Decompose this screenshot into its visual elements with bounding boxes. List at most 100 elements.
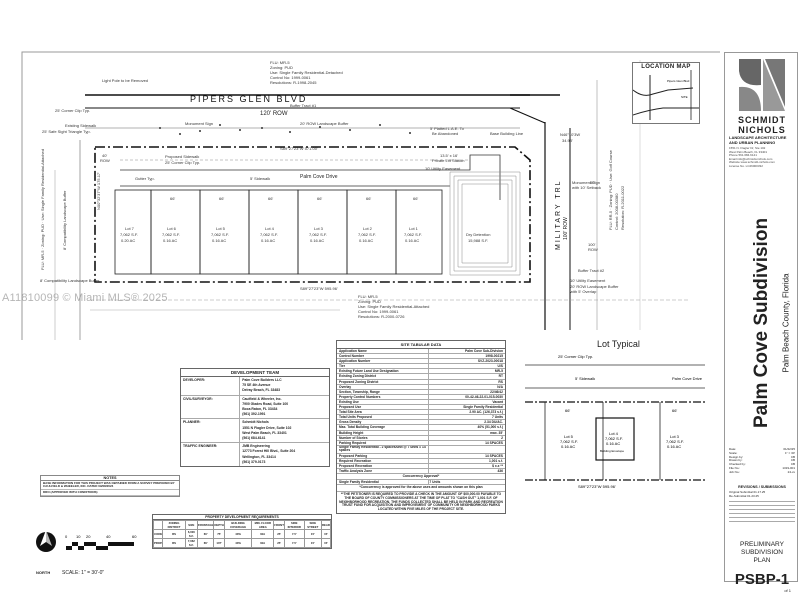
north-arrow-and-scale: 0 10 20 40 60: [36, 530, 137, 552]
svg-text:FLU: MR-5 · Zoning: PUD · Use:: FLU: MR-5 · Zoning: PUD · Use: Single Fa…: [40, 149, 45, 270]
svg-text:Buffer Tract #1: Buffer Tract #1: [290, 103, 317, 108]
svg-text:0.16 AC: 0.16 AC: [163, 238, 177, 243]
svg-text:34.98': 34.98': [562, 138, 573, 143]
svg-text:7,062 S.F.: 7,062 S.F.: [666, 439, 684, 444]
svg-text:66': 66': [317, 196, 322, 201]
firm-subtitle: LANDSCAPE ARCHITECTURE AND URBAN PLANNIN…: [729, 135, 787, 145]
svg-text:0.16 AC: 0.16 AC: [561, 444, 575, 449]
svg-text:FLU: MR-5: FLU: MR-5: [270, 60, 290, 65]
watermark: A11810099 © Miami MLS® 2025: [2, 292, 168, 304]
svg-text:40: 40: [106, 534, 111, 539]
svg-text:13.5' x 16': 13.5' x 16': [440, 153, 458, 158]
svg-text:8' Compatibility Landscape Buf: 8' Compatibility Landscape Buffer: [40, 278, 100, 283]
svg-text:Lot 2: Lot 2: [363, 226, 373, 231]
svg-text:25' Safe Sight Triangle Typ.: 25' Safe Sight Triangle Typ.: [42, 129, 91, 134]
notes-box: NOTES BASE INFORMATION FOR THIS PROJECT …: [40, 475, 180, 497]
svg-text:100' ROW: 100' ROW: [563, 217, 569, 240]
svg-text:66': 66': [219, 196, 224, 201]
svg-text:Pipers Glen Blvd: Pipers Glen Blvd: [667, 79, 690, 83]
table-row: Single Family Residential - 2 spaces/uni…: [337, 445, 505, 454]
svg-text:Palm Cove Drive: Palm Cove Drive: [300, 174, 338, 180]
concurrency-note: *Concurrency is approved for the above u…: [337, 485, 505, 493]
svg-text:5' Sidewalk: 5' Sidewalk: [250, 176, 270, 181]
sheet-number: PSBP-1: [734, 571, 790, 588]
svg-text:20: 20: [86, 534, 91, 539]
svg-text:120' ROW: 120' ROW: [260, 111, 288, 117]
firm-name-2: NICHOLS: [738, 125, 786, 135]
svg-text:0.16 AC: 0.16 AC: [405, 238, 419, 243]
svg-text:0.16 AC: 0.16 AC: [359, 238, 373, 243]
svg-text:0.16 AC: 0.16 AC: [261, 238, 275, 243]
svg-text:66': 66': [672, 408, 677, 413]
title-block: SCHMIDT NICHOLS LANDSCAPE ARCHITECTURE A…: [724, 52, 798, 593]
table-row: Proposed Recreation$ x.x **: [337, 463, 505, 470]
sheet-of: of 1: [784, 588, 791, 593]
svg-text:10' Utility Easement: 10' Utility Easement: [425, 166, 461, 171]
svg-text:N00°32'37"W 175.17': N00°32'37"W 175.17': [96, 172, 101, 210]
svg-text:with 5' Overlap: with 5' Overlap: [570, 289, 597, 294]
svg-text:0: 0: [65, 534, 68, 539]
svg-text:7,062 S.F.: 7,062 S.F.: [120, 232, 138, 237]
svg-text:Resolution: R-2011-0022: Resolution: R-2011-0022: [620, 185, 625, 230]
svg-text:Private Lift Station: Private Lift Station: [432, 158, 464, 163]
svg-text:7,062 S.F.: 7,062 S.F.: [309, 232, 327, 237]
svg-text:25' Corner Clip Typ.: 25' Corner Clip Typ.: [55, 108, 90, 113]
svg-text:Palm Cove Drive: Palm Cove Drive: [672, 376, 703, 381]
project-title: Palm Cove Subdivision: [751, 217, 772, 429]
svg-text:5' Platted L.A.E. To: 5' Platted L.A.E. To: [430, 126, 465, 131]
svg-text:Building Envelope: Building Envelope: [600, 449, 624, 453]
dev-team-row: CIVIL/SURVEYOR:Caulfield & Wheeler, Inc.…: [181, 395, 329, 420]
site-plan-drawing: PIPERS GLEN BLVD 120' ROW Palm Cove Driv…: [21, 51, 720, 340]
svg-text:66': 66': [565, 408, 570, 413]
svg-text:Use: Single Family Residential: Use: Single Family Residential-Detached: [270, 70, 343, 75]
svg-text:7,062 S.F.: 7,062 S.F.: [162, 232, 180, 237]
site-table-title: SITE TABULAR DATA: [337, 341, 505, 349]
svg-text:Use: Single Family Residential: Use: Single Family Residential-Attached: [358, 304, 429, 309]
svg-text:Control No: 1999-0061: Control No: 1999-0061: [358, 309, 399, 314]
svg-text:7,062 S.F.: 7,062 S.F.: [605, 436, 623, 441]
svg-text:Monument Sign: Monument Sign: [185, 121, 213, 126]
notes-title: NOTES: [41, 476, 179, 481]
svg-text:Lot 4: Lot 4: [265, 226, 275, 231]
lot-typical-title: Lot Typical: [597, 339, 640, 349]
project-title-block: Palm Cove Subdivision Palm Beach County,…: [747, 203, 791, 443]
svg-text:20' ROW Landscape Buffer: 20' ROW Landscape Buffer: [570, 284, 619, 289]
svg-text:Light Pole to be Removed: Light Pole to be Removed: [102, 78, 148, 83]
svg-text:7,062 S.F.: 7,062 S.F.: [404, 232, 422, 237]
svg-text:Proposed Sidewalk: Proposed Sidewalk: [165, 154, 199, 159]
north-label: NORTH: [36, 570, 51, 575]
svg-text:7,062 S.F.: 7,062 S.F.: [260, 232, 278, 237]
svg-text:10' Utility Easement: 10' Utility Easement: [570, 278, 606, 283]
svg-text:10: 10: [76, 534, 81, 539]
svg-text:Lot 4: Lot 4: [609, 431, 619, 436]
svg-text:Existing Sidewalk: Existing Sidewalk: [65, 123, 96, 128]
svg-text:Lot 6: Lot 6: [167, 226, 177, 231]
sheet-name: PRELIMINARY SUBDIVISION PLAN: [740, 541, 784, 564]
street-pipers-glen: PIPERS GLEN BLVD: [190, 94, 307, 104]
svg-text:25' Corner Clip Typ.: 25' Corner Clip Typ.: [165, 160, 200, 165]
svg-text:0.16 AC: 0.16 AC: [212, 238, 226, 243]
svg-text:S89°27'23"W 595.96': S89°27'23"W 595.96': [578, 484, 616, 489]
svg-text:8' Compatibility Landscape Buf: 8' Compatibility Landscape Buffer: [62, 190, 67, 250]
svg-text:0.16 AC: 0.16 AC: [606, 441, 620, 446]
concurrency-title: Concurrency Approval*: [337, 474, 505, 481]
svg-text:Lot 5: Lot 5: [216, 226, 226, 231]
svg-text:Monument Sign: Monument Sign: [572, 180, 600, 185]
note-item: BASE INFORMATION FOR THIS PROJECT WAS OB…: [41, 481, 179, 491]
